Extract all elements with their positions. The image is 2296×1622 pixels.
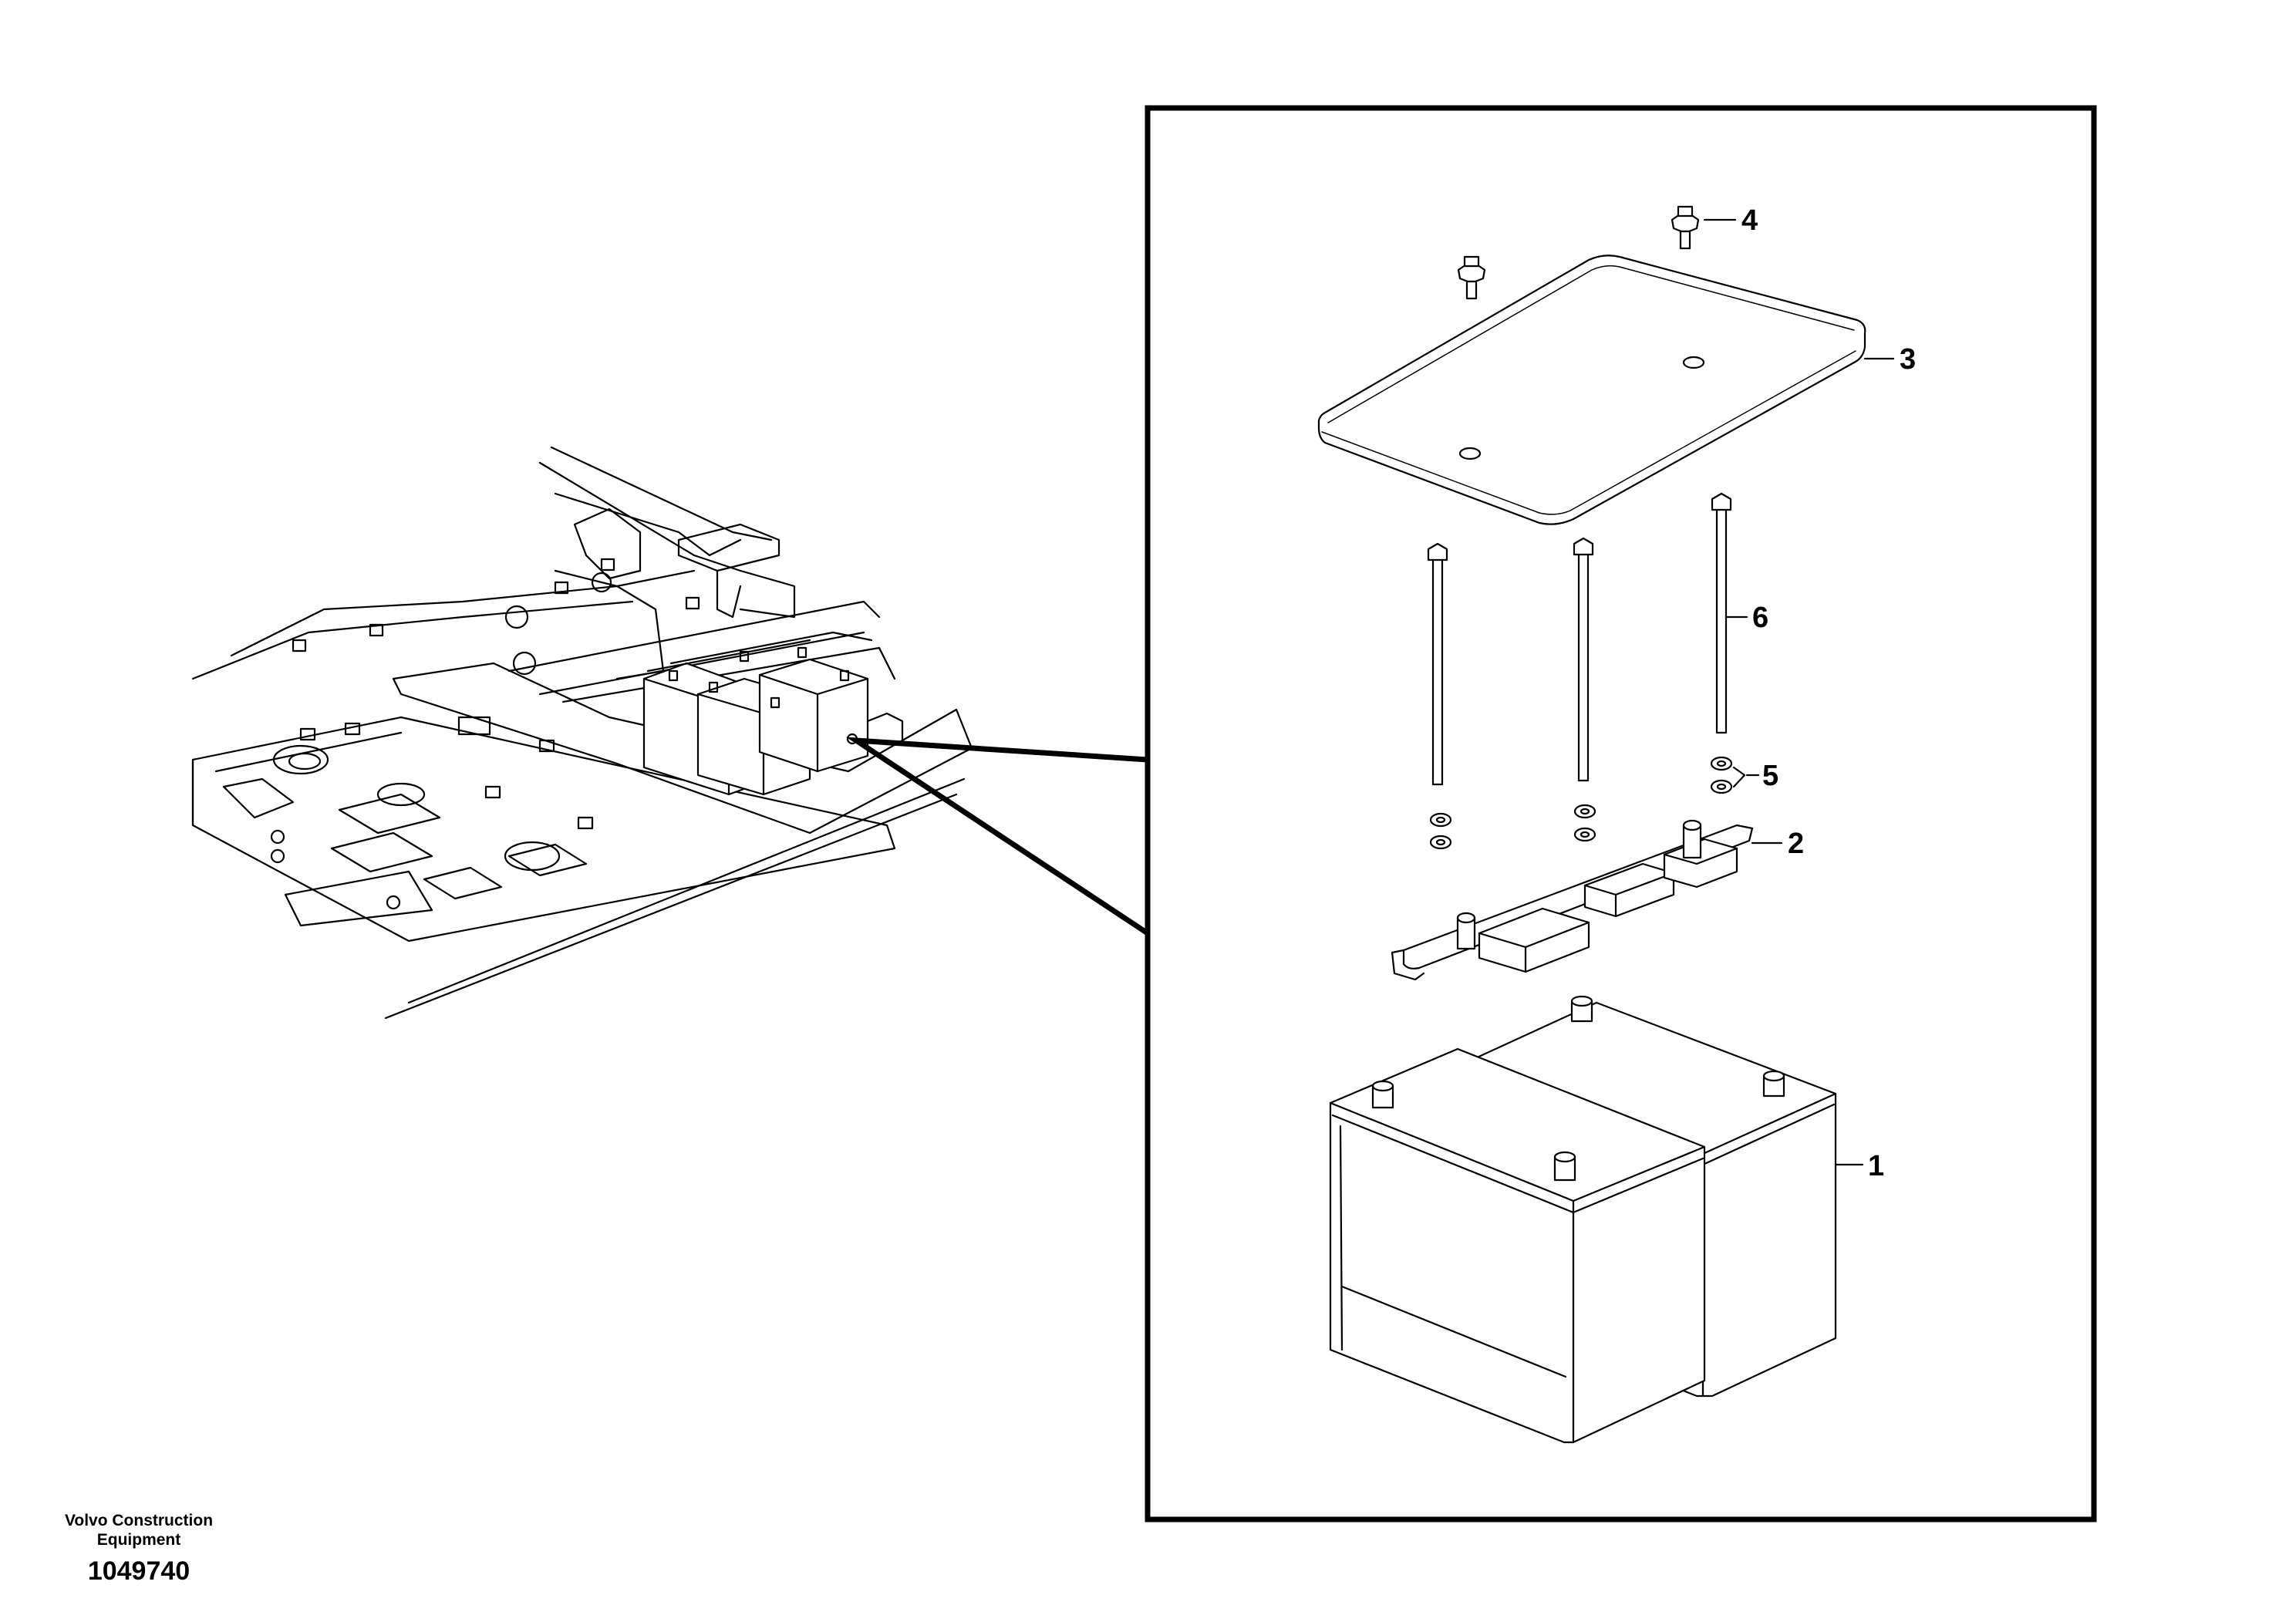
- battery-location-overview: [642, 631, 904, 796]
- publisher-name-line2: Equipment: [96, 1531, 181, 1549]
- callout-3: 3: [1900, 343, 1916, 376]
- callout-5: 5: [1762, 760, 1778, 792]
- callout-leaders: [1703, 218, 1895, 1166]
- publisher-name-line1: Volvo Construction: [64, 1512, 214, 1529]
- callout-2: 2: [1788, 828, 1804, 860]
- hold-down-bracket-part: [1391, 819, 1754, 981]
- nut-washer-part: [1429, 756, 1733, 850]
- machine-frame-overview: [191, 446, 973, 1020]
- cover-plate-part: [1317, 255, 1866, 525]
- callout-4: 4: [1741, 204, 1758, 237]
- callout-1: 1: [1868, 1150, 1884, 1182]
- hold-down-rod-part: [1427, 492, 1732, 786]
- detail-leader-line: [846, 737, 1149, 936]
- battery-part: [1329, 995, 1837, 1444]
- bolt-part: [1457, 205, 1700, 300]
- callout-6: 6: [1752, 602, 1768, 634]
- detail-frame: [1145, 105, 2097, 1523]
- drawing-number: 1049740: [87, 1556, 190, 1586]
